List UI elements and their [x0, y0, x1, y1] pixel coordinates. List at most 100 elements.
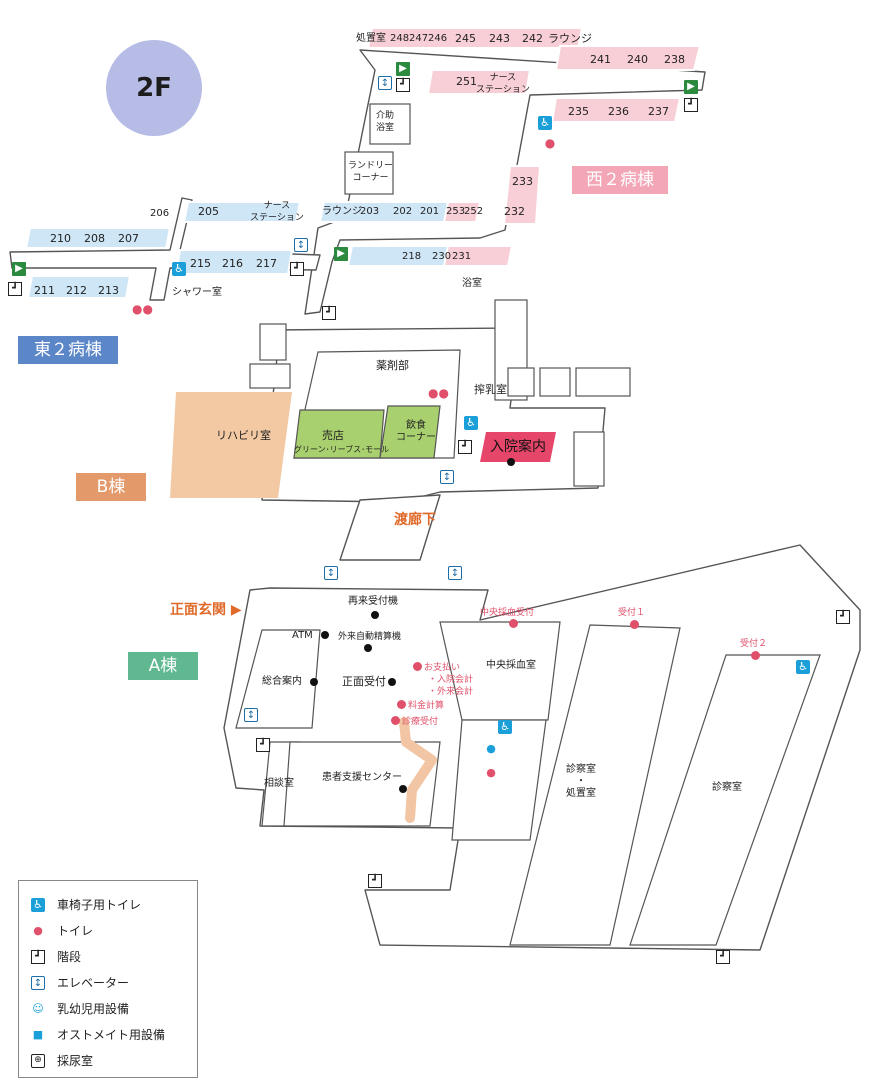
room-205: 205	[198, 205, 219, 218]
stairs-icon: ┛	[31, 950, 45, 964]
marker-billing	[397, 700, 406, 709]
toilet-icon: ●	[486, 766, 496, 779]
marker-patient-support	[399, 785, 407, 793]
room-247: 247	[409, 33, 429, 44]
room-242: 242	[522, 32, 543, 45]
pharmacy: 薬剤部	[376, 359, 409, 372]
elevator-icon: ↕	[244, 708, 258, 722]
room-246: 246	[428, 33, 448, 44]
legend-label: オストメイト用設備	[57, 1028, 166, 1042]
stairs-icon: ┛	[836, 610, 850, 624]
legend-item: ☺ 乳幼児用設備	[31, 999, 191, 1019]
payment-line-2: ・入院会計	[428, 675, 474, 685]
marker-general-info	[310, 678, 318, 686]
revisit-kiosk: 再来受付機	[348, 596, 398, 607]
legend-item: ♿ 車椅子用トイレ	[31, 895, 191, 915]
room-206: 206	[150, 208, 170, 219]
wheelchair-toilet-icon: ♿	[796, 660, 810, 674]
reception-2: 受付２	[740, 639, 768, 649]
room-treatment-top: 処置室	[356, 33, 386, 44]
nurse-station-west: ナース ステーション	[476, 73, 530, 95]
room-212: 212	[66, 284, 87, 297]
legend-item: ■ オストメイト用設備	[31, 1025, 191, 1045]
room-236: 236	[608, 105, 629, 118]
wheelchair-toilet-icon: ♿	[31, 898, 45, 912]
exam-reception: 診療受付	[402, 717, 439, 727]
room-248: 248	[390, 33, 410, 44]
toilet-icon: ●	[544, 136, 556, 150]
marker-blood-reception	[509, 619, 518, 628]
lactation-room: 搾乳室	[474, 383, 507, 396]
ostomate-icon: ■	[32, 1028, 44, 1041]
legend-label: 採尿室	[57, 1054, 94, 1068]
stairs-icon: ┛	[322, 306, 336, 320]
legend-label: 乳幼児用設備	[57, 1002, 130, 1016]
room-216: 216	[222, 257, 243, 270]
shop-name: グリーン･リーブス･モール	[294, 445, 390, 454]
room-240: 240	[627, 53, 648, 66]
emergency-exit-icon: ▶	[334, 247, 348, 261]
marker-auto-payment	[364, 644, 372, 652]
wheelchair-toilet-icon: ♿	[172, 262, 186, 276]
corridor-label: 渡廊下	[394, 512, 436, 528]
floor-indicator: 2F	[106, 40, 202, 136]
room-211: 211	[34, 284, 55, 297]
legend-item: ⊕ 採尿室	[31, 1051, 191, 1071]
urine-collection-icon: ⊕	[31, 1054, 45, 1068]
nurse-station-east: ナース ステーション	[250, 201, 304, 223]
wheelchair-toilet-icon: ♿	[498, 720, 512, 734]
stairs-icon: ┛	[256, 738, 270, 752]
tag-b-building: B棟	[76, 473, 146, 501]
marker-exam-reception	[391, 716, 400, 725]
stairs-icon: ┛	[8, 282, 22, 296]
elevator-icon: ↕	[324, 566, 338, 580]
room-215: 215	[190, 257, 211, 270]
room-253: 253	[446, 206, 466, 217]
stairs-icon: ┛	[716, 950, 730, 964]
room-218: 218	[402, 251, 422, 262]
baby-facility-icon: ☺	[32, 1002, 44, 1015]
payment-line-3: ・外来会計	[428, 687, 474, 697]
room-251: 251	[456, 75, 477, 88]
room-233: 233	[512, 175, 533, 188]
wheelchair-toilet-icon: ♿	[538, 116, 552, 130]
toilet-icon: ●●	[132, 302, 153, 316]
general-info: 総合案内	[262, 676, 302, 687]
stairs-icon: ┛	[684, 98, 698, 112]
room-208: 208	[84, 232, 105, 245]
wheelchair-toilet-icon: ♿	[464, 416, 478, 430]
room-241: 241	[590, 53, 611, 66]
tag-west2-ward: 西２病棟	[572, 166, 668, 194]
elevator-icon: ↕	[440, 470, 454, 484]
room-252: 252	[464, 206, 484, 217]
room-210: 210	[50, 232, 71, 245]
patient-support-center: 患者支援センター	[322, 772, 402, 783]
room-238: 238	[664, 53, 685, 66]
consultation-room: 相談室	[264, 778, 294, 789]
admission-info: 入院案内	[490, 439, 546, 455]
stairs-icon: ┛	[290, 262, 304, 276]
exam-treatment-room: 診察室 ・ 処置室	[566, 764, 596, 799]
stairs-icon: ┛	[368, 874, 382, 888]
room-shower: シャワー室	[172, 287, 222, 298]
room-bath: 浴室	[462, 278, 482, 289]
room-laundry: ランドリー コーナー	[348, 161, 394, 183]
emergency-exit-icon: ▶	[684, 80, 698, 94]
tag-a-building: A棟	[128, 652, 198, 680]
marker-reception-2	[751, 651, 760, 660]
room-217: 217	[256, 257, 277, 270]
emergency-exit-icon: ▶	[396, 62, 410, 76]
emergency-exit-icon: ▶	[12, 262, 26, 276]
room-203: 203	[360, 206, 380, 217]
reception-1: 受付１	[618, 608, 646, 618]
elevator-icon: ↕	[294, 238, 308, 252]
marker-revisit-kiosk	[371, 611, 379, 619]
payment-route	[399, 717, 437, 823]
room-237: 237	[648, 105, 669, 118]
room-231: 231	[452, 251, 472, 262]
auto-payment-machine: 外来自動精算機	[338, 632, 402, 642]
legend-label: 車椅子用トイレ	[57, 898, 142, 912]
room-assisted-bath: 介助 浴室	[376, 111, 395, 133]
legend-label: 階段	[57, 950, 82, 964]
elevator-icon: ↕	[31, 976, 45, 990]
